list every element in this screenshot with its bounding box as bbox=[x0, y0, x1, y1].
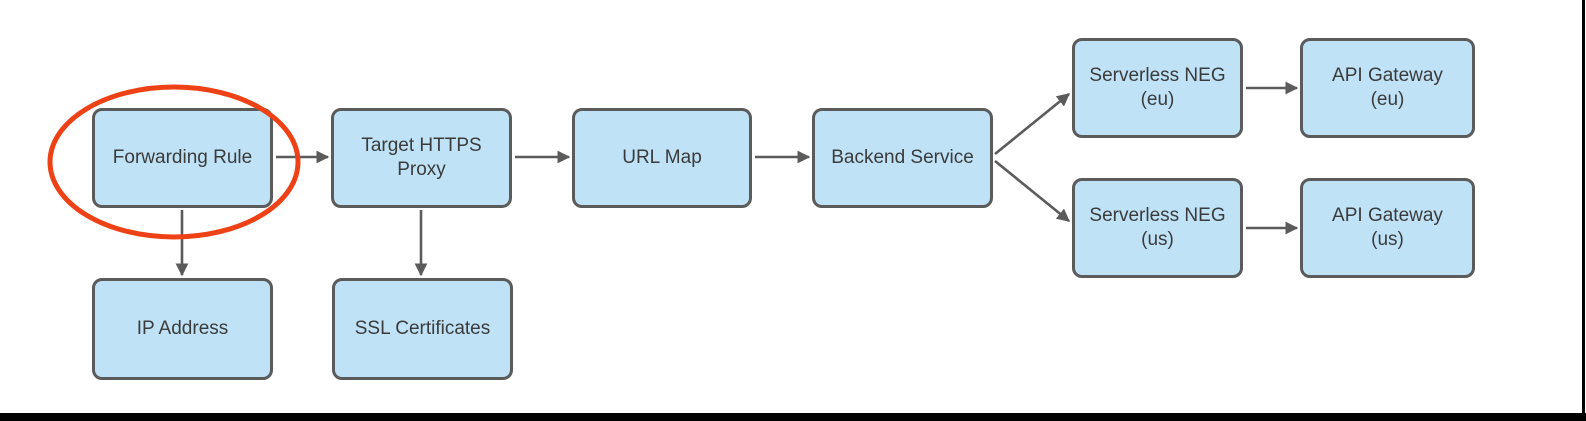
node-serverless-neg-us: Serverless NEG (us) bbox=[1072, 178, 1243, 278]
node-label: Target HTTPS bbox=[361, 135, 482, 156]
node-ip-address: IP Address bbox=[92, 278, 273, 380]
node-label: IP Address bbox=[136, 318, 229, 339]
edge-backend-service-to-serverless-neg-eu bbox=[994, 92, 1071, 156]
node-label: Proxy bbox=[397, 159, 446, 180]
node-backend-service: Backend Service bbox=[812, 108, 993, 208]
node-label: (eu) bbox=[1140, 89, 1175, 110]
node-api-gateway-eu: API Gateway (eu) bbox=[1300, 38, 1475, 138]
node-label: Serverless NEG bbox=[1089, 205, 1226, 226]
node-label: (eu) bbox=[1370, 89, 1405, 110]
node-ssl-certificates: SSL Certificates bbox=[332, 278, 513, 380]
node-target-https-proxy: Target HTTPS Proxy bbox=[331, 108, 512, 208]
node-label: SSL Certificates bbox=[354, 318, 491, 339]
edge-backend-service-to-serverless-neg-us bbox=[994, 159, 1071, 223]
node-serverless-neg-eu: Serverless NEG (eu) bbox=[1072, 38, 1243, 138]
node-forwarding-rule: Forwarding Rule bbox=[92, 108, 273, 208]
node-api-gateway-us: API Gateway (us) bbox=[1300, 178, 1475, 278]
node-label: Serverless NEG bbox=[1089, 65, 1226, 86]
node-label: API Gateway bbox=[1332, 65, 1443, 86]
node-label: URL Map bbox=[622, 147, 702, 168]
node-label: (us) bbox=[1141, 229, 1174, 250]
node-label: Backend Service bbox=[831, 147, 974, 168]
window-edge-right bbox=[1582, 0, 1585, 421]
node-label: API Gateway bbox=[1332, 205, 1443, 226]
window-edge-bottom bbox=[0, 413, 1586, 421]
node-label: (us) bbox=[1371, 229, 1404, 250]
node-url-map: URL Map bbox=[572, 108, 752, 208]
node-label: Forwarding Rule bbox=[112, 147, 253, 168]
